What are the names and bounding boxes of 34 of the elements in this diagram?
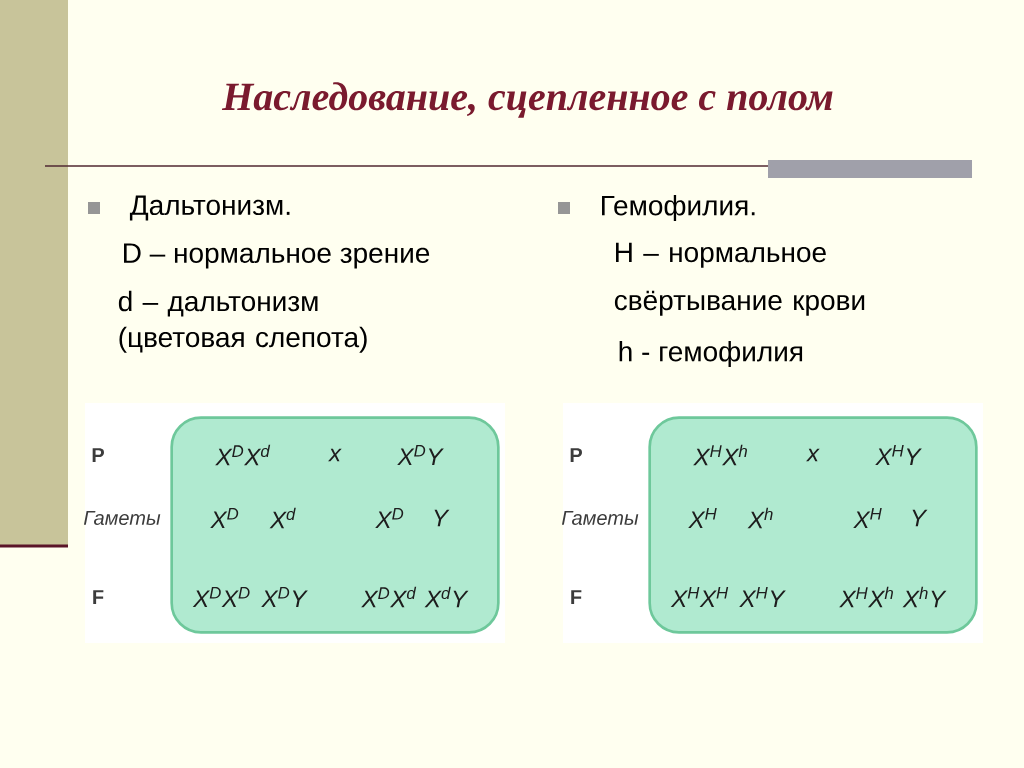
definition-text: D – нормальное зрение <box>124 243 430 269</box>
genotype: X$^{h}$Y <box>902 586 947 608</box>
row-label: F <box>571 590 582 604</box>
genotype: x <box>328 448 342 462</box>
genotype: X$^{D}$Y <box>261 587 308 607</box>
genotype: X$^{H}$ <box>688 508 717 528</box>
genotype: X$^{H}$Y <box>875 445 922 465</box>
genotype: X$^{D}$X$^{d}$ <box>361 586 417 608</box>
genotype: X$^{H}$X$^{H}$ <box>670 587 729 607</box>
genotype: x <box>806 448 820 462</box>
bullet-text: Гемофилия. <box>602 194 755 222</box>
bullet-text: Дальтонизм. <box>129 195 290 221</box>
definition-text: d – дальтонизм (цветовая слепота) <box>118 290 367 353</box>
definition-text: h - гемофилия <box>619 340 803 368</box>
genotype: X$^{H}$X$^{h}$ <box>839 586 893 608</box>
row-label: P <box>92 448 104 462</box>
row-label: F <box>93 590 104 604</box>
genotype: X$^{H}$X$^{h}$ <box>693 444 747 466</box>
genotype: X$^{d}$Y <box>424 586 469 608</box>
genotype: X$^{D}$ <box>210 508 239 528</box>
cross-table <box>170 416 500 634</box>
genotype: X$^{H}$ <box>853 508 882 528</box>
genotype: Y <box>434 509 450 527</box>
genotype: X$^{D}$X$^{D}$ <box>192 587 250 607</box>
row-label: P <box>570 448 582 462</box>
genotype: X$^{h}$ <box>747 507 773 529</box>
genotype: X$^{D}$Y <box>397 445 444 465</box>
genotype: X$^{H}$Y <box>739 587 786 607</box>
title: Наследование, сцепленное с полом <box>221 82 833 118</box>
genotype: X$^{D}$X$^{d}$ <box>215 444 271 466</box>
cross-table <box>648 416 978 634</box>
genotype: X$^{D}$ <box>375 508 404 528</box>
genotype: Y <box>912 509 928 527</box>
genotype: X$^{d}$ <box>269 507 296 529</box>
